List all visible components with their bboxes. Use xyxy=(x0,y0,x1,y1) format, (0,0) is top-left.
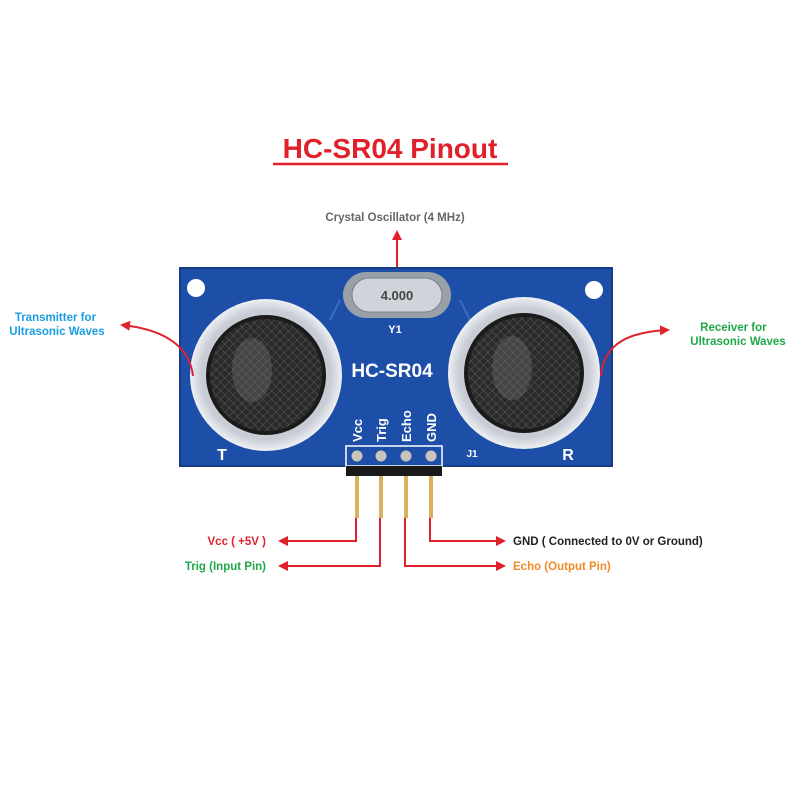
diagram-title: HC-SR04 Pinout xyxy=(283,133,498,164)
receiver-label-line2: Ultrasonic Waves xyxy=(690,336,785,348)
gnd-label: GND ( Connected to 0V or Ground) xyxy=(513,536,703,548)
header-ref: J1 xyxy=(466,449,478,460)
receiver-mark: R xyxy=(562,447,574,464)
crystal-oscillator: 4.000 xyxy=(343,272,451,318)
receiver-arrow xyxy=(600,325,670,377)
crystal-label: Crystal Oscillator (4 MHz) xyxy=(325,212,464,224)
receiver-label: Receiver for Ultrasonic Waves xyxy=(690,322,785,348)
echo-arrow xyxy=(404,518,506,571)
vcc-label: Vcc ( +5V ) xyxy=(208,536,267,548)
transmitter-arrow xyxy=(120,320,194,377)
pin-label-vcc: Vcc xyxy=(350,419,365,442)
pin-label-echo: Echo xyxy=(399,410,414,442)
transmitter-transducer xyxy=(190,299,342,451)
pin-label-trig: Trig xyxy=(374,418,389,442)
transmitter-label: Transmitter for Ultrasonic Waves xyxy=(9,312,104,338)
receiver-label-line1: Receiver for xyxy=(700,322,767,334)
crystal-marking: 4.000 xyxy=(381,288,414,303)
echo-label: Echo (Output Pin) xyxy=(513,561,611,573)
vcc-arrow xyxy=(278,518,357,546)
hc-sr04-board: 4.000 Y1 HC-SR04 T R J1 Vcc Trig Echo GN… xyxy=(179,267,613,467)
board-model-label: HC-SR04 xyxy=(351,361,433,382)
mounting-hole xyxy=(585,281,603,299)
transmitter-label-line1: Transmitter for xyxy=(15,312,97,324)
receiver-transducer xyxy=(448,297,600,449)
transmitter-label-line2: Ultrasonic Waves xyxy=(9,326,104,338)
pin-label-gnd: GND xyxy=(424,413,439,442)
mounting-hole xyxy=(187,279,205,297)
gnd-arrow xyxy=(429,518,506,546)
trig-label: Trig (Input Pin) xyxy=(185,561,266,573)
trig-arrow xyxy=(278,518,381,571)
transmitter-mark: T xyxy=(217,447,227,464)
header-pins xyxy=(346,466,442,518)
crystal-ref: Y1 xyxy=(388,324,401,336)
